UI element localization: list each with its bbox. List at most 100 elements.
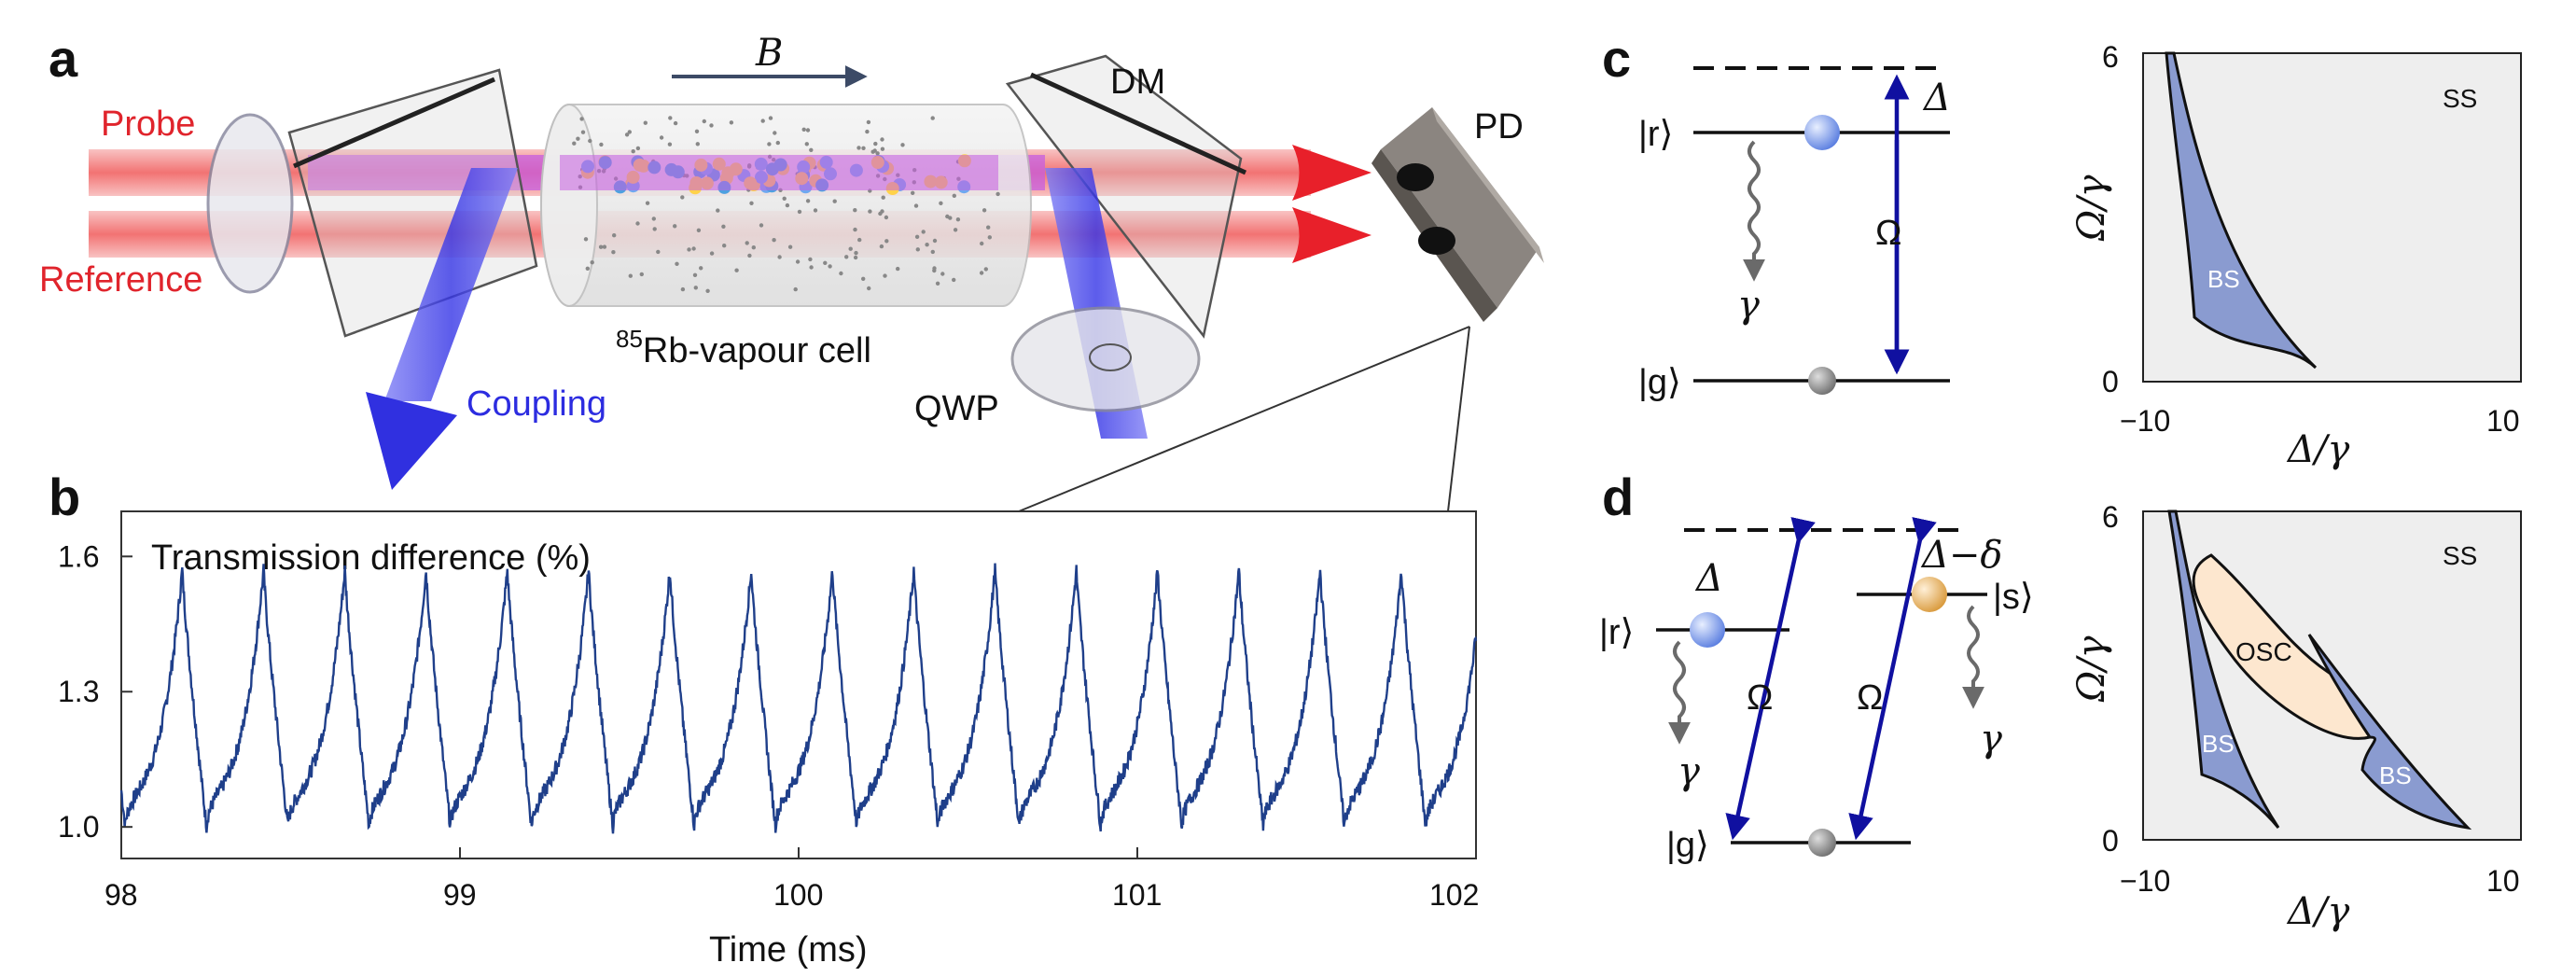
atom-dot: [656, 249, 661, 255]
atom-dot: [839, 271, 843, 276]
qwp-label: QWP: [914, 389, 999, 428]
atom-dot: [651, 216, 656, 221]
pd-edge: [1432, 107, 1544, 263]
d-bs-right-label: BS: [2379, 761, 2412, 789]
atom-dot: [935, 281, 940, 286]
atom-dot: [652, 227, 657, 231]
coupling-beam: [384, 168, 518, 401]
d-level-g: |g⟩: [1666, 826, 1709, 865]
atom-dot: [952, 193, 956, 198]
coupling-label: Coupling: [466, 384, 606, 424]
d-ylabel: Ω/γ: [2070, 635, 2113, 703]
atom-dot: [848, 246, 853, 251]
atom-dot: [721, 224, 726, 229]
atom-dot: [797, 209, 802, 215]
d-decay-right: [1962, 605, 1984, 709]
d-rydberg-atom-r: [1690, 612, 1725, 648]
atom-dot: [759, 223, 764, 228]
atom-dot: [861, 146, 866, 150]
x-tick-label: 99: [443, 878, 477, 912]
vapour-cell-end: [540, 104, 598, 307]
atom-dot: [987, 235, 993, 240]
atom-dot: [675, 261, 679, 266]
atom-dot: [580, 130, 586, 134]
atom-dot: [828, 264, 832, 269]
atom-dot: [751, 245, 756, 250]
atom-dot: [659, 135, 664, 140]
pd-label: PD: [1474, 107, 1524, 147]
atom-dot: [760, 119, 765, 123]
atom-dot: [913, 203, 919, 208]
c-omega: Ω: [1875, 214, 1901, 253]
atom-dot: [716, 208, 720, 213]
d-level-s: |s⟩: [1993, 578, 2034, 617]
panel-c-plot: SS BS 6 0 −10 10 Δ/γ Ω/γ: [2070, 40, 2522, 471]
y-tick-label: 1.0: [58, 810, 99, 844]
d-level-r: |r⟩: [1599, 613, 1634, 652]
cell-label-text: Rb-vapour cell: [643, 331, 871, 370]
atom-dot: [844, 255, 849, 259]
atom-dot: [930, 116, 935, 120]
atom-dot: [866, 119, 871, 125]
atom-dot: [809, 147, 814, 152]
atom-dot: [813, 208, 818, 213]
panel-b-letter: b: [49, 468, 80, 526]
panel-c-letter: c: [1602, 29, 1631, 88]
cell-label: 85Rb-vapour cell: [616, 325, 871, 370]
atom-dot: [980, 241, 984, 246]
atom-dot: [930, 249, 935, 255]
atom-dot: [576, 136, 580, 141]
d-omega-left-arrow: [1725, 516, 1816, 841]
atom-dot: [865, 129, 870, 134]
atom-dot: [639, 272, 644, 277]
atom-dot: [668, 116, 673, 120]
atom-dot: [854, 250, 858, 256]
atom-dot: [702, 119, 706, 124]
atom-dot: [611, 250, 616, 255]
c-level-r: |r⟩: [1638, 115, 1673, 154]
atom-dot: [635, 221, 640, 226]
c-bs-label: BS: [2207, 265, 2240, 293]
atom-dot: [680, 286, 686, 292]
panel-d: d |r⟩ |s⟩ |g⟩ Δ Δ−δ Ω Ω γ γ: [1599, 468, 2034, 865]
atom-dot: [579, 117, 584, 121]
atom-dot: [667, 142, 673, 147]
atom-dot: [585, 266, 590, 271]
atom-dot: [680, 195, 685, 200]
atom-dot: [881, 195, 885, 200]
atom-dot: [598, 244, 604, 249]
x-tick-label: 101: [1112, 878, 1162, 912]
d-osc-label: OSC: [2235, 637, 2292, 666]
panel-c: c |r⟩ |g⟩ Δ Ω γ: [1602, 29, 1951, 402]
atom-dot: [983, 267, 989, 272]
panel-a-letter: a: [49, 29, 78, 88]
atom-dot: [673, 120, 678, 126]
atom-dot: [705, 288, 710, 293]
c-xlabel: Δ/γ: [2286, 428, 2349, 471]
atom-dot: [631, 149, 635, 154]
atom-dot: [696, 228, 702, 232]
atom-dot: [883, 273, 887, 278]
atom-dot: [900, 143, 905, 147]
atom-dot: [861, 276, 866, 281]
y-ticks: 1.01.31.6: [58, 539, 132, 844]
pd-diode-2: [1418, 227, 1455, 255]
x-tick-label: 102: [1429, 878, 1479, 912]
d-xlabel: Δ/γ: [2286, 890, 2349, 933]
atom-dot: [914, 234, 920, 239]
x-tick-label: 98: [104, 878, 138, 912]
atom-dot: [932, 268, 937, 273]
atom-dot: [856, 146, 861, 150]
d-bs-left-region: [2167, 509, 2280, 829]
atom-dot: [749, 201, 754, 205]
atom-dot: [823, 260, 828, 265]
trace-title: Transmission difference (%): [151, 538, 591, 578]
atom-dot: [952, 277, 956, 283]
c-x-left: −10: [2120, 404, 2170, 438]
atom-dot: [645, 201, 650, 205]
c-ylabel: Ω/γ: [2070, 174, 2113, 242]
atom-dot: [624, 133, 630, 137]
pd-body: [1381, 107, 1539, 308]
d-x-right: 10: [2486, 864, 2520, 898]
x-tick-label: 100: [773, 878, 823, 912]
